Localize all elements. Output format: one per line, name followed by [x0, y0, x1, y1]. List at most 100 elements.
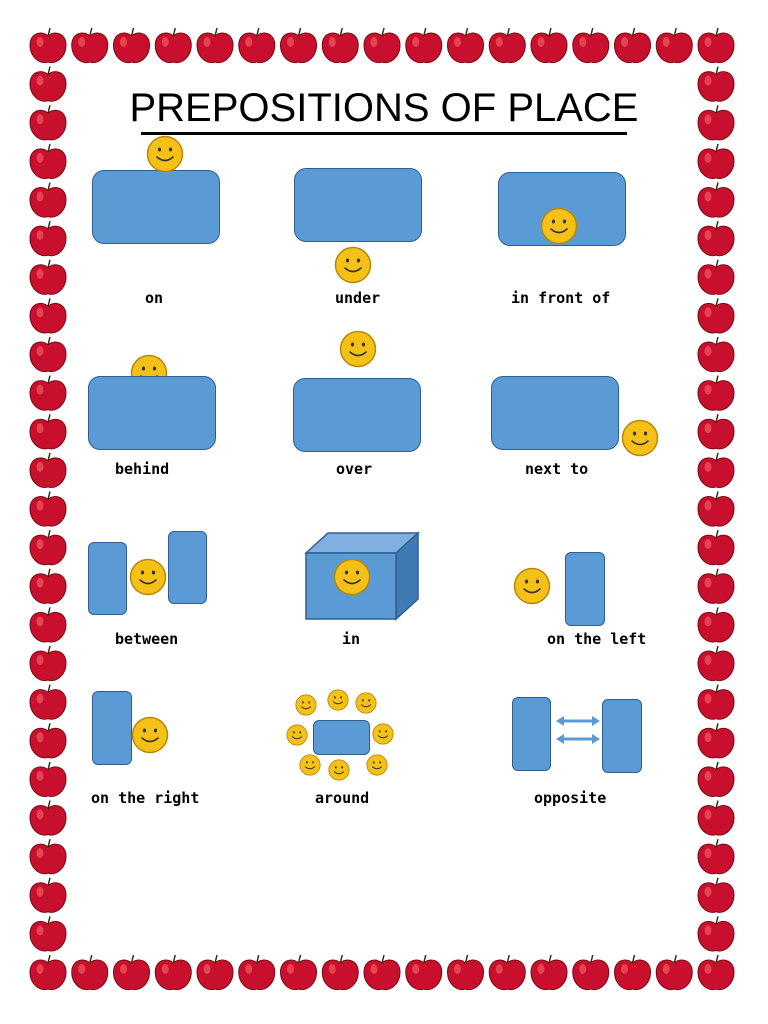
apple-icon — [29, 529, 67, 566]
apple-icon — [154, 27, 192, 64]
smiley-face-icon — [295, 694, 317, 716]
title-underline — [141, 132, 627, 135]
apple-icon — [613, 954, 652, 991]
apple-icon — [446, 27, 485, 64]
apple-icon — [29, 220, 67, 257]
smiley-face-icon — [339, 330, 377, 368]
apple-icon — [29, 27, 67, 64]
apple-icon — [697, 143, 735, 180]
apple-icon — [613, 27, 652, 64]
box-opposite-left — [512, 697, 551, 771]
label-in: in — [342, 630, 361, 648]
apple-icon — [697, 452, 735, 489]
smiley-face-icon — [621, 419, 659, 457]
smiley-face-icon — [131, 716, 169, 754]
apple-icon — [446, 954, 485, 991]
apple-icon — [29, 143, 67, 180]
smiley-face-icon — [513, 567, 551, 605]
apple-icon — [321, 954, 359, 991]
apple-icon — [697, 645, 735, 682]
apple-icon — [488, 954, 526, 991]
apple-icon — [572, 27, 610, 64]
smiley-face-icon — [334, 246, 372, 284]
apple-icon — [29, 413, 67, 450]
apple-icon — [405, 954, 443, 991]
apple-icon — [29, 683, 67, 721]
apple-icon — [29, 954, 67, 991]
apple-icon — [697, 297, 735, 334]
apple-icon — [572, 954, 610, 991]
apple-icon — [697, 606, 735, 643]
apple-icon — [71, 27, 109, 64]
apple-icon — [29, 877, 67, 914]
apple-icon — [363, 954, 401, 991]
box-on-the-right — [92, 691, 132, 765]
smiley-face-icon — [129, 558, 167, 596]
smiley-face-icon — [286, 724, 308, 746]
apple-icon — [29, 799, 67, 836]
label-in-front-of: in front of — [511, 289, 611, 307]
apple-icon — [112, 27, 151, 64]
label-under: under — [335, 289, 381, 307]
label-on-the-right: on the right — [91, 789, 200, 807]
apple-icon — [238, 954, 276, 991]
apple-icon — [697, 722, 735, 759]
apple-icon — [530, 27, 568, 64]
label-opposite: opposite — [534, 789, 607, 807]
label-on-the-left: on the left — [547, 630, 647, 648]
apple-icon — [697, 915, 735, 952]
apple-icon — [697, 413, 735, 450]
apple-icon — [405, 27, 443, 64]
label-behind: behind — [115, 460, 170, 478]
apple-icon — [29, 761, 67, 798]
apple-icon — [697, 490, 735, 527]
box-between-left — [88, 542, 127, 615]
apple-icon — [530, 954, 568, 991]
apple-icon — [279, 954, 318, 991]
apple-icon — [71, 954, 109, 991]
smiley-face-icon — [355, 692, 377, 714]
apple-icon — [196, 27, 234, 64]
apple-icon — [697, 374, 735, 412]
box-over — [293, 378, 421, 452]
apple-icon — [29, 838, 67, 875]
double-arrow-icon — [556, 716, 600, 744]
apple-icon — [363, 27, 401, 64]
box-on-the-left — [565, 552, 605, 626]
apple-icon — [29, 336, 67, 373]
apple-icon — [29, 297, 67, 334]
label-around: around — [315, 789, 370, 807]
box-under — [294, 168, 422, 242]
apple-icon — [697, 838, 735, 875]
apple-icon — [29, 181, 67, 218]
smiley-face-icon — [372, 723, 394, 745]
apple-icon — [655, 954, 693, 991]
apple-icon — [29, 645, 67, 682]
box-between-right — [168, 531, 207, 604]
apple-icon — [697, 220, 735, 257]
smiley-face-icon — [540, 207, 578, 245]
apple-icon — [697, 259, 735, 296]
apple-icon — [29, 606, 67, 643]
apple-icon — [29, 915, 67, 952]
apple-icon — [697, 877, 735, 914]
box-around — [313, 720, 370, 755]
label-on: on — [145, 289, 164, 307]
apple-icon — [196, 954, 234, 991]
page-title: PREPOSITIONS OF PLACE — [129, 86, 639, 130]
apple-icon — [154, 954, 192, 991]
box-on — [92, 170, 220, 244]
apple-icon — [29, 722, 67, 759]
apple-icon — [488, 27, 526, 64]
box-next-to — [491, 376, 619, 450]
apple-icon — [697, 336, 735, 373]
apple-icon — [697, 181, 735, 218]
smiley-face-icon — [333, 558, 371, 596]
box-behind — [88, 376, 216, 450]
apple-icon — [697, 683, 735, 721]
label-over: over — [336, 460, 373, 478]
apple-icon — [29, 452, 67, 489]
apple-icon — [697, 529, 735, 566]
apple-icon — [697, 568, 735, 605]
apple-icon — [29, 374, 67, 412]
